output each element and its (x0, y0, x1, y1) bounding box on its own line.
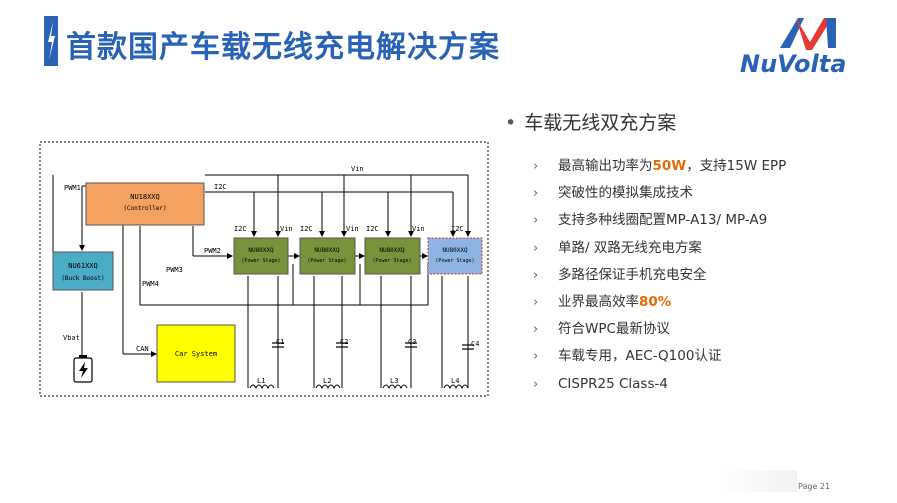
chevron-right-icon: › (533, 267, 539, 283)
label-vin-2: Vin (346, 225, 359, 233)
chevron-right-icon: › (533, 159, 539, 174)
label-i2c-3: I2C (366, 225, 379, 233)
sub-bullet-label: 车载专用，AEC-Q100认证 (558, 348, 722, 365)
sub-bullet: › 车载专用，AEC-Q100认证 (505, 343, 885, 370)
power-stage-3: NU80XXQ (Power Stage) (364, 237, 421, 275)
main-bullet-label: 车载无线双充方案 (524, 112, 677, 134)
svg-text:NU80XXQ: NU80XXQ (442, 247, 468, 254)
sub-bullet-label: 多路径保证手机充电安全 (558, 266, 707, 283)
power-stage-2: NU80XXQ (Power Stage) (299, 237, 356, 275)
sub-bullet-label: 单路/ 双路无线充电方案 (558, 239, 702, 256)
svg-text:(Power Stage): (Power Stage) (435, 258, 474, 264)
car-system-block (156, 324, 236, 383)
feature-list: • 车载无线双充方案 › 最高输出功率为50W，支持15W EPP › 突破性的模拟集成… (505, 108, 885, 398)
main-bullet: • 车载无线双充方案 (505, 108, 885, 135)
car-system-label: Car System (175, 350, 217, 358)
sub-bullet: › 突破性的模拟集成技术 (505, 180, 885, 207)
diagram-frame (39, 141, 489, 397)
label-c4: C4 (471, 340, 479, 348)
controller-block (85, 182, 205, 226)
label-c2: C2 (340, 338, 348, 346)
footer-fade (720, 470, 797, 492)
svg-text:NU80XXQ: NU80XXQ (314, 247, 340, 254)
chevron-right-icon: › (533, 186, 539, 202)
svg-text:(Power Stage): (Power Stage) (307, 258, 346, 264)
sub-bullet-label: 突破性的模拟集成技术 (558, 185, 693, 202)
label-i2c-4: I2C (451, 225, 464, 233)
chevron-right-icon: › (533, 349, 539, 365)
svg-text:(Power Stage): (Power Stage) (372, 258, 411, 264)
label-i2c-2: I2C (300, 225, 313, 233)
label-pwm1: PWM1 (64, 184, 81, 192)
buck-name: NU61XXQ (68, 262, 98, 270)
label-can: CAN (136, 345, 149, 353)
label-vin-top: Vin (351, 165, 364, 173)
battery-icon (73, 355, 93, 383)
chevron-right-icon: › (533, 213, 539, 229)
sub-bullet-list: › 最高输出功率为50W，支持15W EPP › 突破性的模拟集成技术 › 支持多种线圈配… (505, 153, 885, 398)
chevron-right-icon: › (533, 322, 539, 338)
label-l3: L3 (390, 377, 398, 385)
label-l4: L4 (451, 377, 459, 385)
label-pwm3: PWM3 (166, 266, 183, 274)
label-pwm4: PWM4 (142, 280, 159, 288)
svg-text:NU80XXQ: NU80XXQ (248, 247, 274, 254)
label-l2: L2 (323, 377, 331, 385)
sub-bullet: › CISPR25 Class-4 (505, 371, 885, 398)
svg-text:NU80XXQ: NU80XXQ (379, 247, 405, 254)
title-accent-icon (44, 16, 58, 66)
sub-bullet: › 多路径保证手机充电安全 (505, 262, 885, 289)
sub-bullet: › 单路/ 双路无线充电方案 (505, 235, 885, 262)
chevron-right-icon: › (533, 240, 539, 256)
sub-bullet-label: CISPR25 Class-4 (558, 375, 668, 392)
label-vbat: Vbat (63, 334, 80, 342)
power-stage-1: NU80XXQ (Power Stage) (233, 237, 289, 275)
sub-bullet-label: 业界最高效率80% (558, 293, 672, 310)
page-number: Page 21 (798, 482, 831, 491)
bullet-dot-icon: • (505, 112, 517, 134)
label-c1: C1 (276, 338, 284, 346)
nuvolta-logo-icon (780, 18, 836, 50)
label-vin-3: Vin (412, 225, 425, 233)
logo-text: NuVolta (740, 50, 847, 78)
sub-bullet-label: 符合WPC最新协议 (558, 321, 670, 338)
svg-text:(Power Stage): (Power Stage) (241, 258, 280, 264)
controller-sub: (Controller) (123, 205, 166, 212)
sub-bullet: › 最高输出功率为50W，支持15W EPP (505, 153, 885, 180)
label-i2c-1: I2C (234, 225, 247, 233)
label-pwm2: PWM2 (204, 247, 221, 255)
buck-boost-block (52, 251, 114, 291)
sub-bullet-label: 支持多种线圈配置MP-A13/ MP-A9 (558, 212, 768, 229)
power-stage-4: NU80XXQ (Power Stage) (427, 237, 483, 275)
label-vin-1: Vin (280, 225, 293, 233)
chevron-right-icon: › (533, 294, 539, 310)
page-title: 首款国产车载无线充电解决方案 (66, 30, 500, 65)
sub-bullet: › 符合WPC最新协议 (505, 316, 885, 343)
buck-sub: (Buck Boost) (61, 275, 104, 282)
block-diagram: NU18XXQ (Controller) NU61XXQ (Buck Boost… (39, 141, 489, 397)
label-c3: C3 (408, 338, 416, 346)
label-l1: L1 (257, 377, 265, 385)
label-i2c-top: I2C (214, 183, 227, 191)
controller-name: NU18XXQ (130, 193, 160, 201)
sub-bullet: › 支持多种线圈配置MP-A13/ MP-A9 (505, 207, 885, 234)
sub-bullet-label: 最高输出功率为50W，支持15W EPP (558, 158, 787, 174)
sub-bullet: › 业界最高效率80% (505, 289, 885, 316)
chevron-right-icon: › (533, 376, 539, 392)
